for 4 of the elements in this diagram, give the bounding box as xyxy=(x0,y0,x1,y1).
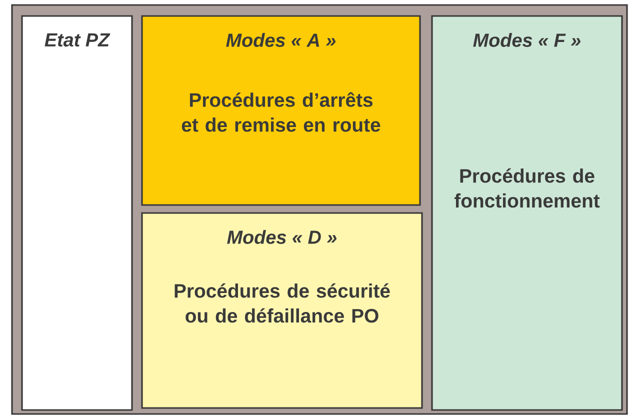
mode-box: Modes « F » Procédures de fonctionnement xyxy=(431,15,623,411)
mode-box: Modes « D » Procédures de sécurité ou de défaillance PO xyxy=(141,212,423,409)
mode-box: Modes « A » Procédures d’arrêts et de remise en route xyxy=(141,15,421,206)
mode-box: Etat PZ xyxy=(21,15,133,411)
